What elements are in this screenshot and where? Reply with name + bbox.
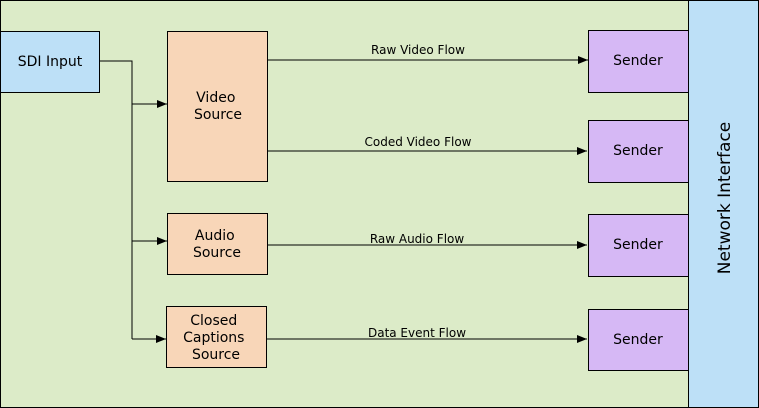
sdi-input-label: SDI Input: [18, 54, 83, 70]
video-source-box: [167, 31, 268, 182]
sender-raw-audio-label: Sender: [613, 237, 663, 253]
sender-raw-video-label: Sender: [613, 53, 663, 69]
raw-audio-flow-label: Raw Audio Flow: [370, 232, 465, 246]
audio-source-node: Audio Source: [167, 213, 268, 275]
video-source-line-2: Source: [194, 107, 242, 123]
data-event-flow-label: Data Event Flow: [368, 326, 466, 340]
flow-arrows: [267, 56, 588, 343]
sender-raw-audio-box: [588, 214, 689, 277]
sender-data-event-node: Sender: [588, 309, 689, 371]
sender-data-event-box: [588, 309, 689, 371]
sender-data-event-label: Sender: [613, 332, 663, 348]
audio-source-line-2: Source: [193, 245, 241, 261]
sender-raw-video-node: Sender: [588, 30, 689, 93]
sender-raw-audio-node: Sender: [588, 214, 689, 277]
audio-source-box: [167, 213, 268, 275]
video-source-node: Video Source: [167, 31, 268, 182]
video-source-label: Video Source: [194, 90, 242, 123]
captions-source-line-2: Captions: [183, 330, 244, 346]
video-source-line-1: Video: [196, 90, 235, 106]
raw-video-flow-label: Raw Video Flow: [371, 43, 465, 57]
sdi-input-node: SDI Input: [0, 31, 100, 93]
network-interface-label: Network Interface: [715, 122, 735, 275]
input-connectors: [100, 60, 167, 343]
audio-source-line-1: Audio: [195, 228, 235, 244]
input-trunk-line: [100, 60, 133, 339]
coded-video-flow-label: Coded Video Flow: [365, 135, 472, 149]
network-interface-node: Network Interface: [688, 0, 759, 408]
audio-source-label: Audio Source: [193, 228, 241, 261]
sender-coded-video-label: Sender: [613, 143, 663, 159]
captions-source-line-3: Source: [192, 347, 240, 363]
sender-coded-video-box: [588, 120, 689, 183]
captions-source-line-1: Closed: [190, 313, 237, 329]
sender-coded-video-node: Sender: [588, 120, 689, 183]
captions-source-node: Closed Captions Source: [166, 306, 267, 368]
captions-source-box: [166, 306, 267, 368]
captions-source-label: Closed Captions Source: [183, 313, 249, 363]
sdi-input-box: [0, 31, 100, 93]
